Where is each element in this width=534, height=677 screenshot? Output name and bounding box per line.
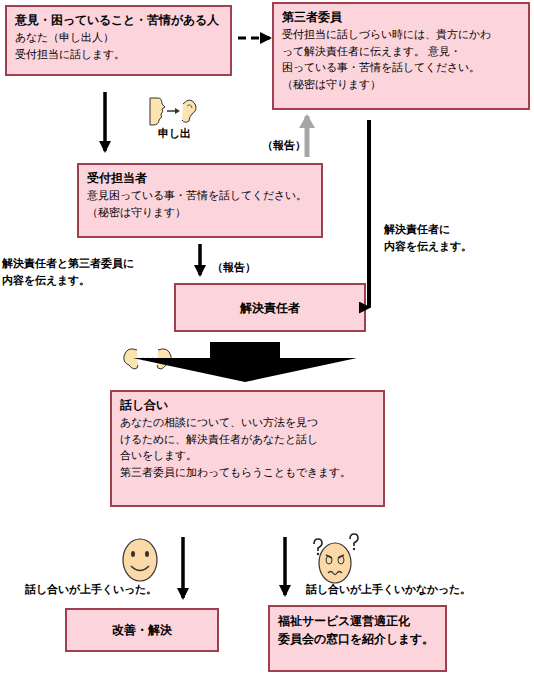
- person-box: 意見・困っていること・苦情がある人あなた（申し出人） 受付担当に話します。: [5, 5, 232, 76]
- note-text: 解決責任者と第三者委員に 内容を伝えます。: [2, 256, 152, 289]
- eye: [131, 551, 135, 557]
- smiling-face-icon: [123, 539, 157, 581]
- edge-label: 解決責任者に 内容を伝えます。: [384, 222, 504, 255]
- box-text: 意見困っている事・苦情を話してください。 （秘密は守ります）: [87, 188, 313, 221]
- face: [123, 539, 157, 581]
- box-text: 受付担当に話しづらい時には、貴方にかわ って解決責任者に伝えます。 意見・困って…: [282, 27, 520, 93]
- wavy-mouth: [328, 572, 342, 575]
- question-dot: [353, 548, 355, 550]
- resolver-box: 解決責任者: [174, 283, 366, 332]
- connector-arrow: [198, 244, 202, 275]
- question-mark: [314, 539, 322, 551]
- dot: [147, 358, 150, 361]
- block-arrow: [133, 342, 357, 382]
- eye: [145, 551, 149, 557]
- smile: [131, 566, 149, 571]
- confused-face-icon: [314, 534, 358, 583]
- connector-arrow: [367, 120, 371, 308]
- edge-label: （報告）: [262, 138, 312, 155]
- box-heading: 話し合い: [120, 397, 168, 414]
- box-heading: 第三者委員: [282, 9, 342, 26]
- box-heading: 意見・困っていること・苦情がある人: [15, 12, 219, 29]
- dot: [152, 358, 155, 361]
- box-text: あなた（申し出人） 受付担当に話します。: [15, 30, 222, 63]
- box-text: 解決責任者: [240, 299, 300, 317]
- question-mark: [350, 534, 358, 546]
- third-party-box: 第三者委員受付担当に話しづらい時には、貴方にかわ って解決責任者に伝えます。 意…: [272, 2, 530, 110]
- edge-label: 申し出: [158, 126, 218, 143]
- edge-label: 話し合いが上手くいかなかった。: [306, 582, 506, 599]
- box-heading: 受付担当者: [87, 170, 147, 187]
- ear-inner: [187, 105, 192, 108]
- ear-shape: [157, 349, 171, 369]
- connector-arrow: [238, 37, 270, 40]
- box-text: 福祉サービス運営適正化 委員会の窓口を紹介します。: [278, 612, 437, 648]
- edge-label: （報告）: [212, 260, 262, 277]
- mouth-profile: [150, 98, 165, 125]
- eye: [338, 556, 344, 564]
- connector-arrow: [103, 92, 107, 151]
- face: [319, 543, 351, 583]
- eyes: [326, 555, 344, 558]
- box-text: 改善・解決: [112, 621, 172, 639]
- connector-arrow: [181, 537, 185, 598]
- speaking-ear-icon: [150, 98, 196, 125]
- two-ears-icon: [124, 349, 171, 369]
- eye: [326, 556, 332, 564]
- speech-arrow: [167, 110, 176, 112]
- dot: [142, 358, 145, 361]
- speech-arrow-head: [175, 108, 180, 114]
- discussion-box: 話し合いあなたの相談について、いい方法を見つ けるために、解決責任者があなたと話…: [110, 390, 385, 507]
- ear-shape: [182, 100, 196, 122]
- connector-arrow: [283, 537, 287, 595]
- question-dot: [317, 553, 319, 555]
- resolved-box: 改善・解決: [65, 608, 219, 652]
- edge-label: 話し合いが上手くいった。: [25, 582, 185, 599]
- reception-box: 受付担当者意見困っている事・苦情を話してください。 （秘密は守ります）: [77, 163, 323, 238]
- ear-shape: [124, 349, 138, 369]
- referral-box: 福祉サービス運営適正化 委員会の窓口を紹介します。: [268, 605, 447, 672]
- box-text: あなたの相談について、いい方法を見つ けるために、解決責任者があなたと話し 合い…: [120, 415, 375, 481]
